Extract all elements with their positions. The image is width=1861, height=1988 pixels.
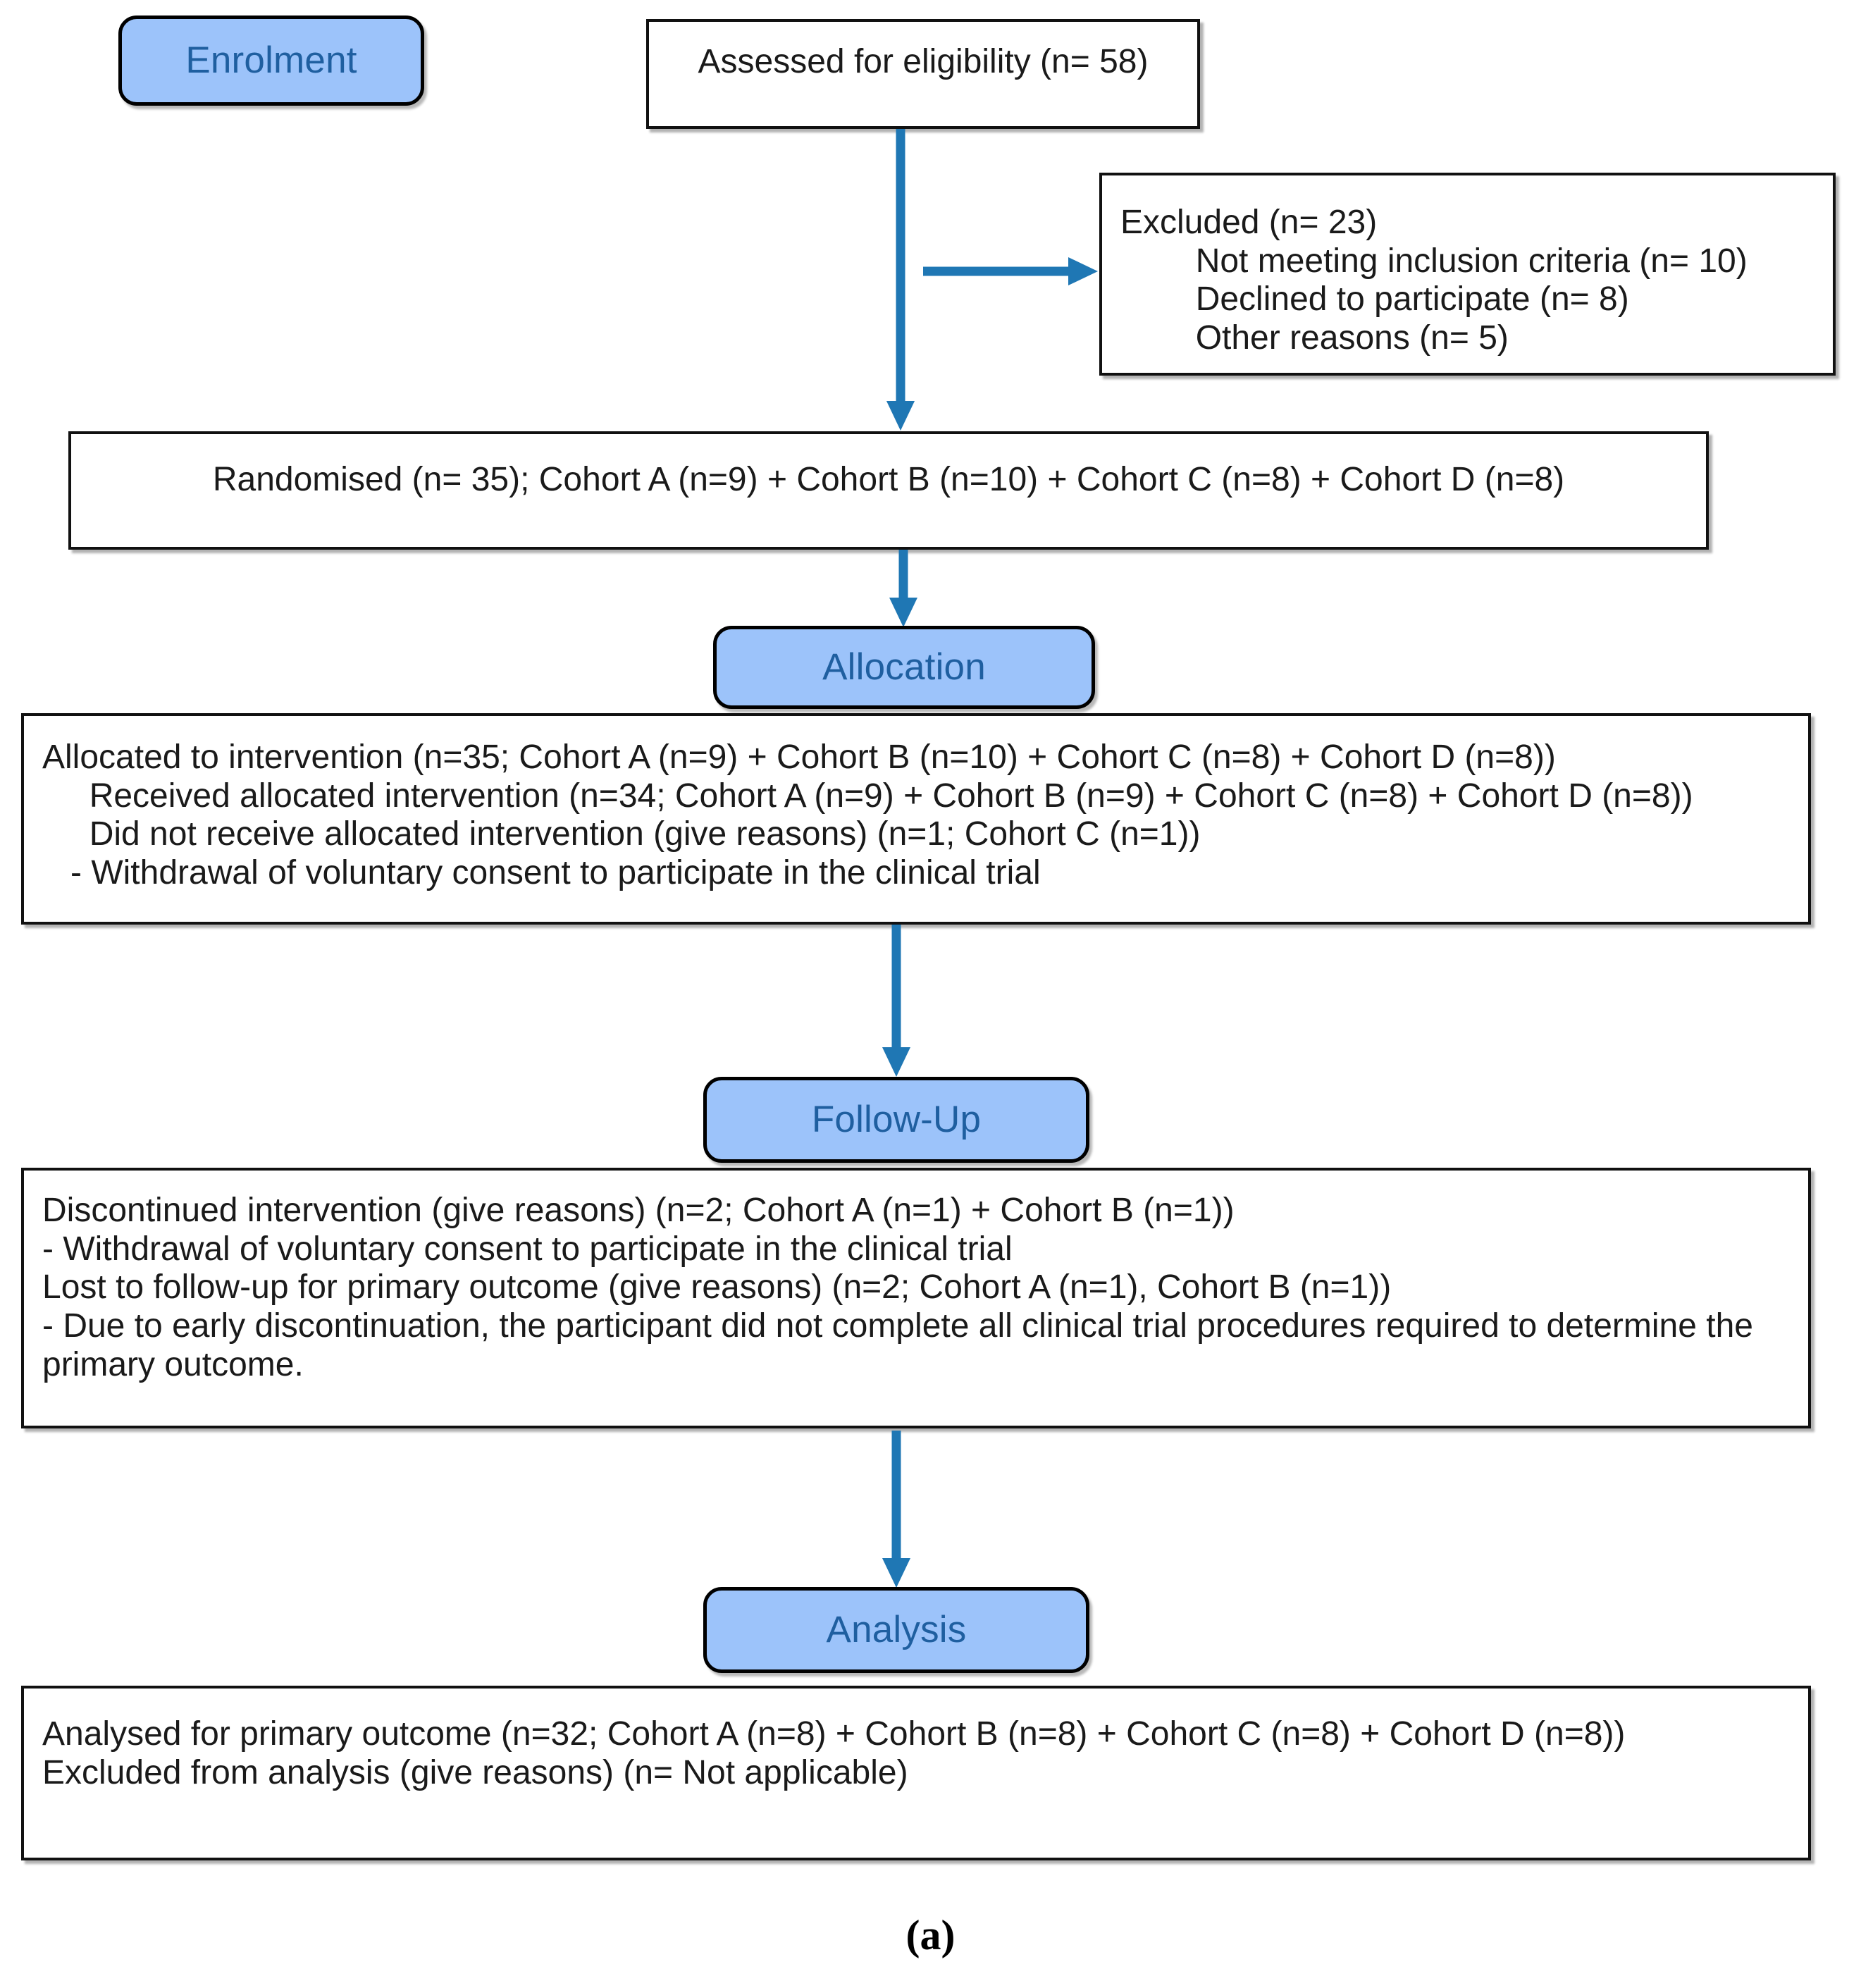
arrow-down-icon [882,925,910,1077]
arrow-down-icon [882,1431,910,1588]
box-excluded-text: Excluded (n= 23) Not meeting inclusion c… [1120,204,1748,357]
connector-assessed-to-randomised [879,129,922,432]
box-assessed-text: Assessed for eligibility (n= 58) [698,43,1149,80]
box-analysis-details: Analysed for primary outcome (n=32; Coho… [21,1686,1811,1860]
box-randomised: Randomised (n= 35); Cohort A (n=9) + Coh… [68,431,1709,550]
stage-label-followup: Follow-Up [811,1098,982,1140]
box-followup-details-text: Discontinued intervention (give reasons)… [42,1192,1753,1383]
stage-pill-enrolment: Enrolment [118,16,424,106]
connector-followup-to-analysis [875,1431,917,1589]
connector-allocated-to-followup [875,925,917,1078]
stage-pill-analysis: Analysis [703,1587,1089,1673]
box-excluded: Excluded (n= 23) Not meeting inclusion c… [1099,173,1836,376]
box-allocated-to-intervention: Allocated to intervention (n=35; Cohort … [21,713,1811,925]
box-randomised-text: Randomised (n= 35); Cohort A (n=9) + Coh… [212,461,1565,498]
stage-label-allocation: Allocation [822,646,986,688]
box-allocated-text: Allocated to intervention (n=35; Cohort … [42,739,1693,892]
stage-label-analysis: Analysis [826,1608,967,1650]
stage-pill-allocation: Allocation [713,626,1095,709]
box-assessed-for-eligibility: Assessed for eligibility (n= 58) [646,19,1200,129]
box-followup-details: Discontinued intervention (give reasons)… [21,1168,1811,1428]
figure-caption: (a) [905,1912,956,1958]
connector-to-excluded [923,250,1099,292]
arrow-down-icon [889,550,917,627]
box-analysis-details-text: Analysed for primary outcome (n=32; Coho… [42,1715,1626,1791]
stage-pill-followup: Follow-Up [703,1077,1089,1163]
stage-label-enrolment: Enrolment [185,39,357,81]
arrow-right-icon [923,257,1098,285]
arrow-down-icon [886,129,915,431]
connector-randomised-to-allocation [882,550,925,629]
